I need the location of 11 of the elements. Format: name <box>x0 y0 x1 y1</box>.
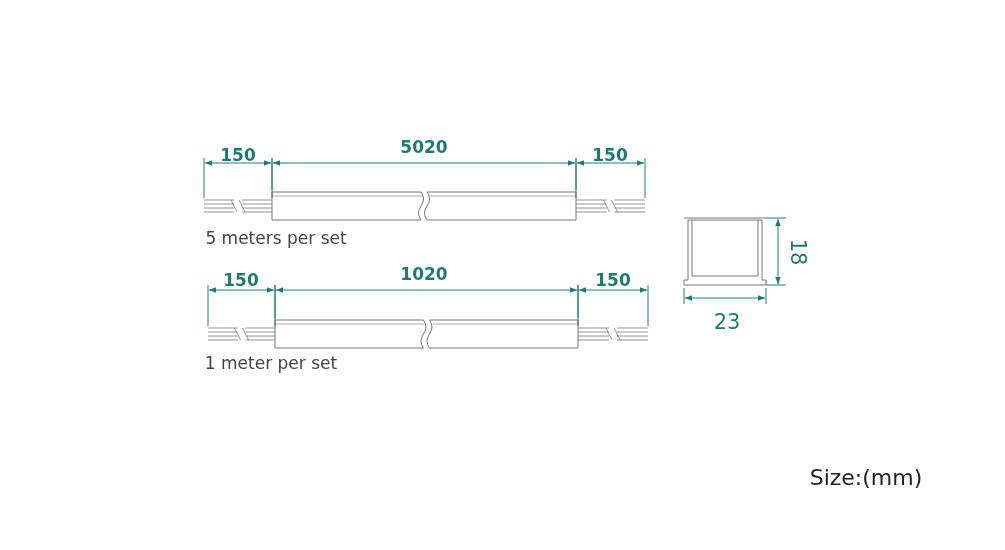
unit-note: Size:(mm) <box>809 467 923 489</box>
dimension-value: 150 <box>595 271 631 289</box>
dimension-value: 5020 <box>400 138 448 156</box>
dimension-value: 150 <box>592 146 628 164</box>
dimension-value: 18 <box>786 238 808 266</box>
set-length-note: 1 meter per set <box>204 354 338 372</box>
set-length-note: 5 meters per set <box>205 229 347 247</box>
dimension-value: 23 <box>713 311 741 333</box>
dimension-value: 1020 <box>400 265 448 283</box>
dimension-value: 150 <box>220 146 256 164</box>
dimension-value: 150 <box>223 271 259 289</box>
